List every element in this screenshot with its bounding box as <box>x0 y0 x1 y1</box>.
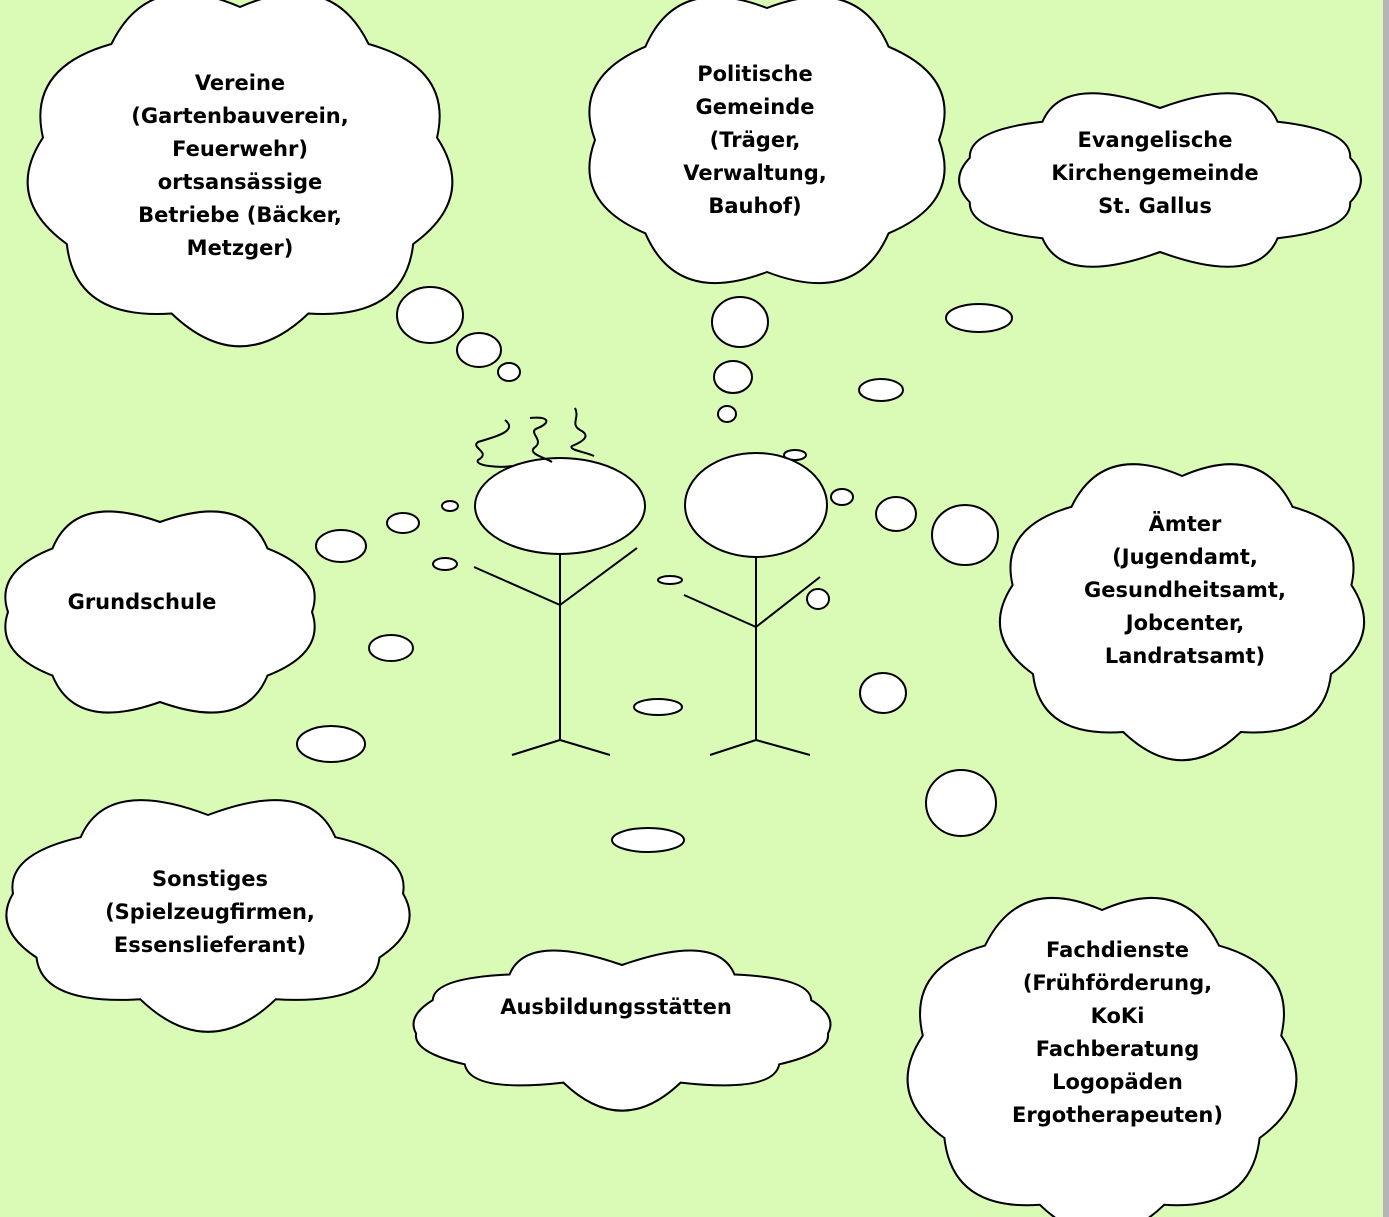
cloud-ausbildungsstaetten <box>412 949 832 1112</box>
left-figure-hair-1 <box>475 419 513 468</box>
thought-bubble <box>783 449 807 461</box>
cloud-sonstiges <box>5 799 411 1033</box>
thought-bubble <box>858 378 904 402</box>
thought-bubble <box>386 512 420 534</box>
right-figure-leg-right <box>755 739 811 756</box>
thought-bubble <box>315 529 367 563</box>
right-figure-arm-right <box>755 576 821 628</box>
cloud-evangelische-kirchengemeinde <box>958 92 1362 268</box>
cloud-label-aemter: Ämter (Jugendamt, Gesundheitsamt, Jobcen… <box>1084 512 1286 668</box>
thought-bubble <box>441 500 459 512</box>
right-figure-head <box>684 452 828 558</box>
right-figure-leg-left <box>709 739 757 756</box>
thought-bubble <box>717 405 737 423</box>
thought-bubble <box>859 672 907 714</box>
left-figure-hair-3 <box>570 407 595 457</box>
left-figure-arm-left <box>473 566 561 606</box>
stick-figure-left <box>473 407 646 756</box>
cloud-label-fachdienste: Fachdienste (Frühförderung, KoKi Fachber… <box>1012 938 1223 1127</box>
thought-bubble <box>633 698 683 716</box>
cloud-label-ausbildungsstaetten: Ausbildungsstätten <box>500 995 732 1019</box>
thought-bubble <box>296 725 366 763</box>
thought-bubble <box>368 634 414 662</box>
left-figure-leg-left <box>511 739 561 756</box>
left-figure-head <box>474 457 646 555</box>
stick-figure-right <box>683 452 828 756</box>
thought-bubble <box>497 362 521 382</box>
window-right-edge <box>1383 0 1389 1217</box>
thought-bubble <box>456 332 502 368</box>
cloud-label-sonstiges: Sonstiges (Spielzeugfirmen, Essensliefer… <box>105 867 315 957</box>
cloud-label-politische-gemeinde: Politische Gemeinde (Träger, Verwaltung,… <box>683 62 827 218</box>
thought-bubble <box>925 769 997 837</box>
cloud-aemter <box>998 463 1366 762</box>
cloud-grundschule <box>4 510 316 714</box>
cloud-fachdienste <box>906 897 1298 1217</box>
thought-bubble <box>611 827 685 853</box>
thought-bubble <box>711 296 769 348</box>
thought-bubble <box>713 360 753 394</box>
cloud-label-vereine: Vereine (Gartenbauverein, Feuerwehr) ort… <box>131 71 349 260</box>
thought-bubble <box>657 575 683 585</box>
thought-bubble <box>931 504 999 566</box>
thought-bubble <box>806 588 830 610</box>
right-figure-arm-left <box>683 594 757 628</box>
thought-bubble <box>830 488 854 506</box>
cloud-label-evangelische-kirchengemeinde: Evangelische Kirchengemeinde St. Gallus <box>1051 128 1259 218</box>
thought-bubble <box>875 496 917 532</box>
cloud-vereine <box>26 0 454 348</box>
thought-bubble <box>396 286 464 344</box>
cloud-politische-gemeinde <box>588 0 946 285</box>
thought-bubble <box>432 557 458 571</box>
thought-bubble <box>945 303 1013 333</box>
left-figure-arm-right <box>559 547 638 606</box>
left-figure-leg-right <box>559 739 611 756</box>
cloud-label-grundschule: Grundschule <box>67 590 217 614</box>
left-figure-hair-2 <box>529 416 553 463</box>
